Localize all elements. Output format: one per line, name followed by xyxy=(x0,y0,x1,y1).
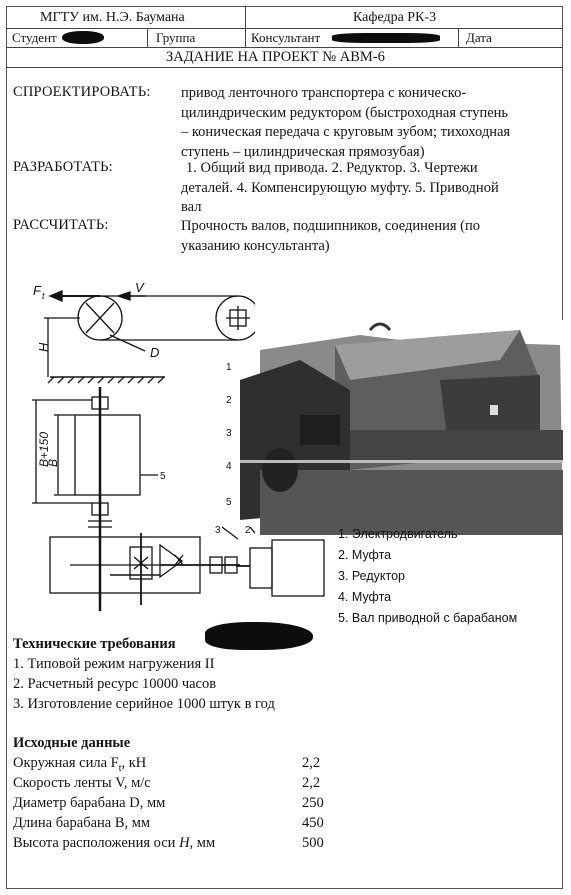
initial-param-value: 500 xyxy=(302,835,324,851)
develop-line: вал xyxy=(181,199,202,215)
university-name: МГТУ им. Н.Э. Баумана xyxy=(40,10,185,25)
calc-line: указанию консультанта) xyxy=(181,237,330,254)
calc-line: Прочность валов, подшипников, соединения… xyxy=(181,218,480,234)
calc-keyword: РАССЧИТАТЬ: xyxy=(13,217,109,233)
initial-param-label: Длина барабана В, мм xyxy=(13,815,151,831)
b-label: B xyxy=(46,459,60,467)
initial-data-title: Исходные данные xyxy=(13,735,131,751)
legend-item: 3. Редуктор xyxy=(338,569,406,583)
design-line: – коническая передача с круговым зубом; … xyxy=(181,124,511,140)
legend-item: 1. Электродвигатель xyxy=(338,527,458,541)
legend-item: 2. Муфта xyxy=(338,548,392,562)
photo-num-3: 3 xyxy=(226,428,232,439)
header-divider-a xyxy=(245,6,246,28)
ft-subscript: t xyxy=(42,291,45,301)
design-line: ступень – цилиндрическая прямозубая) xyxy=(181,143,425,160)
kinematic-scheme: F t V H D B+150 B 5 3 2 xyxy=(32,280,255,611)
scheme-num-3: 3 xyxy=(215,525,221,536)
v-label: V xyxy=(135,280,145,295)
design-line: привод ленточного транспортера с коничес… xyxy=(181,85,467,101)
department-name: Кафедра РК-3 xyxy=(353,10,437,25)
photo-num-2: 2 xyxy=(226,395,232,406)
initial-param-value: 2,2 xyxy=(302,755,321,771)
develop-keyword: РАЗРАБОТАТЬ: xyxy=(13,159,113,175)
header-divider-b xyxy=(147,28,148,47)
requirements-title: Технические требования xyxy=(13,636,176,652)
redaction-mark xyxy=(205,622,313,650)
legend-item: 5. Вал приводной с барабаном xyxy=(338,611,518,625)
develop-line: 1. Общий вид привода. 2. Редуктор. 3. Че… xyxy=(186,160,478,176)
photo-num-5: 5 xyxy=(226,497,232,508)
initial-param-value: 2,2 xyxy=(302,775,321,791)
h-label: H xyxy=(36,342,51,352)
legend-item: 4. Муфта xyxy=(338,590,392,604)
photo-num-4: 4 xyxy=(226,461,232,472)
initial-param-label: Скорость ленты V, м/с xyxy=(13,775,151,791)
requirement-item: 1. Типовой режим нагружения II xyxy=(13,656,215,672)
photo-num-1: 1 xyxy=(226,362,232,373)
initial-param-label: Окружная сила Ft, кН xyxy=(13,755,147,774)
header-divider-d xyxy=(458,28,459,47)
scheme-num-2: 2 xyxy=(245,525,251,536)
redaction-mark xyxy=(62,31,104,44)
initial-param-label: Диаметр барабана D, мм xyxy=(13,795,166,811)
b150-label: B+150 xyxy=(37,432,51,467)
student-label: Студент xyxy=(12,30,57,45)
initial-param-value: 450 xyxy=(302,815,324,831)
date-label: Дата xyxy=(466,30,492,45)
design-keyword: СПРОЕКТИРОВАТЬ: xyxy=(13,84,151,100)
consultant-label: Консультант xyxy=(251,30,321,45)
design-line: цилиндрическим редуктором (быстроходная … xyxy=(181,104,509,121)
header-rule-2 xyxy=(6,47,563,48)
requirement-item: 2. Расчетный ресурс 10000 часов xyxy=(13,676,217,692)
ft-label: F xyxy=(33,283,42,298)
initial-param-value: 250 xyxy=(302,795,324,811)
scheme-num-5: 5 xyxy=(160,471,166,482)
header-rule-3 xyxy=(6,67,563,68)
develop-line: деталей. 4. Компенсирующую муфту. 5. При… xyxy=(181,179,499,196)
d-label: D xyxy=(150,345,159,360)
header-divider-c xyxy=(245,28,246,47)
header-rule-1 xyxy=(6,28,563,29)
group-label: Группа xyxy=(156,30,196,45)
initial-param-label: Высота расположения оси H, мм xyxy=(13,835,216,851)
requirement-item: 3. Изготовление серийное 1000 штук в год xyxy=(13,696,275,712)
drive-photo xyxy=(240,320,563,535)
motor-symbol xyxy=(236,539,325,597)
assignment-title: ЗАДАНИЕ НА ПРОЕКТ № АВМ-6 xyxy=(166,49,385,65)
redaction-mark xyxy=(332,33,440,43)
